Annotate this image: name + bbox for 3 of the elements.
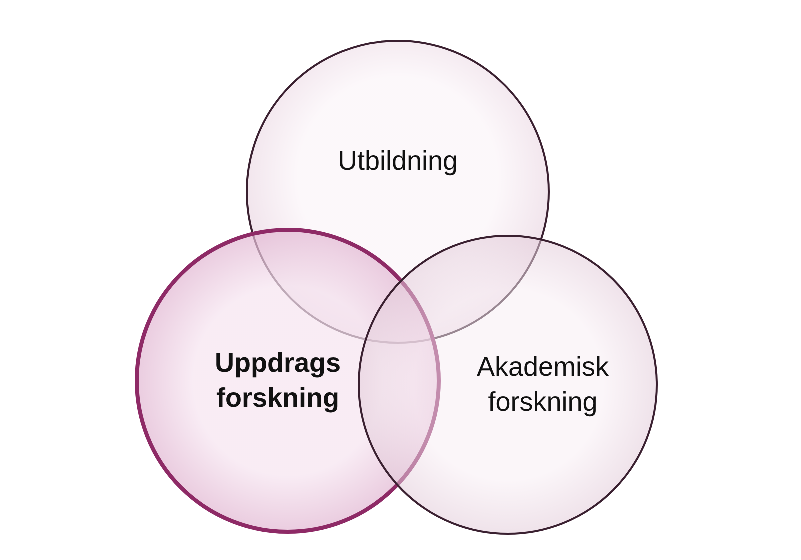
circle-label: Uppdrags forskning xyxy=(214,346,342,415)
circle-label: Utbildning xyxy=(336,145,460,178)
circle-label: Akademisk forskning xyxy=(476,350,610,419)
